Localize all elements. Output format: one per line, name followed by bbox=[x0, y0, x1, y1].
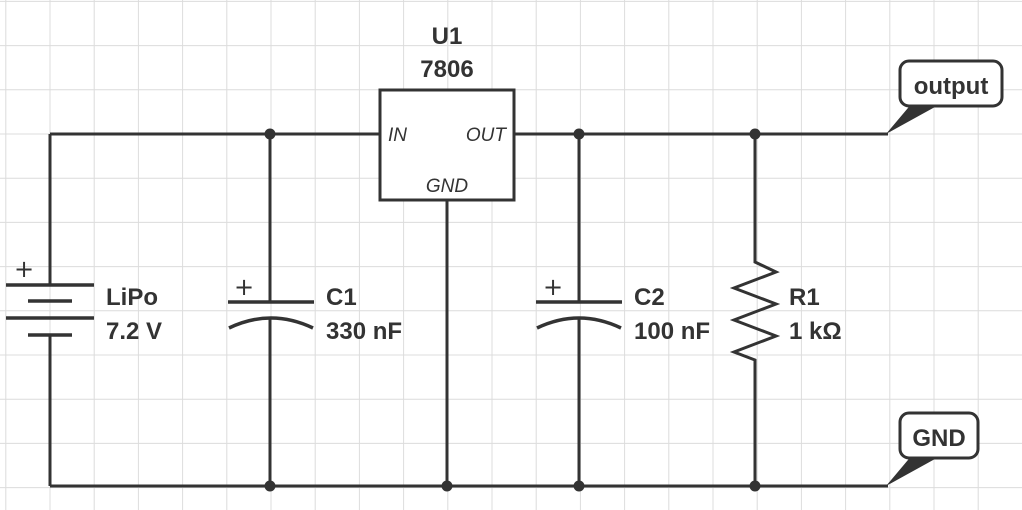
capacitor-c2: + C2 100 nF bbox=[536, 134, 710, 486]
port-output: output bbox=[886, 59, 1004, 134]
port-gnd: GND bbox=[886, 411, 980, 486]
c2-value: 100 nF bbox=[634, 318, 710, 345]
junction-dot bbox=[264, 128, 276, 140]
battery-name: LiPo bbox=[106, 284, 158, 311]
resistor-r1: R1 1 kΩ bbox=[729, 134, 842, 486]
port-gnd-box bbox=[898, 411, 980, 460]
capacitor-c1: + C1 330 nF bbox=[228, 134, 402, 486]
c1-name: C1 bbox=[326, 284, 357, 311]
u1-body bbox=[378, 88, 516, 202]
junction-dot bbox=[441, 480, 453, 492]
battery-value: 7.2 V bbox=[106, 318, 162, 345]
port-output-label: output bbox=[914, 73, 989, 100]
regulator-u1: U1 7806 IN OUT GND bbox=[378, 23, 516, 486]
junction-dot bbox=[749, 480, 761, 492]
port-gnd-pointer bbox=[886, 454, 944, 486]
r1-value: 1 kΩ bbox=[789, 318, 842, 345]
junction-dot bbox=[749, 128, 761, 140]
junction-dot bbox=[573, 128, 585, 140]
r1-name: R1 bbox=[789, 284, 820, 311]
junction-dot bbox=[573, 480, 585, 492]
bottom-rail-wires bbox=[48, 335, 888, 488]
c2-name: C2 bbox=[634, 284, 665, 311]
c1-plus-sign: + bbox=[234, 273, 254, 301]
c2-plus-sign: + bbox=[543, 273, 563, 301]
port-gnd-label: GND bbox=[912, 425, 965, 452]
port-output-box bbox=[898, 59, 1004, 108]
u1-part-number: 7806 bbox=[420, 56, 473, 83]
r1-zigzag bbox=[729, 134, 781, 486]
u1-pin-in-label: IN bbox=[388, 125, 407, 146]
c1-value: 330 nF bbox=[326, 318, 402, 345]
u1-pin-gnd-label: GND bbox=[426, 176, 469, 197]
u1-pin-out-label: OUT bbox=[466, 125, 508, 146]
port-output-pointer bbox=[886, 102, 944, 134]
u1-name: U1 bbox=[432, 23, 463, 50]
junction-dot bbox=[264, 480, 276, 492]
junctions bbox=[264, 128, 761, 492]
battery-plus-sign: + bbox=[14, 255, 34, 283]
battery-lipo: + LiPo 7.2 V bbox=[6, 255, 162, 345]
